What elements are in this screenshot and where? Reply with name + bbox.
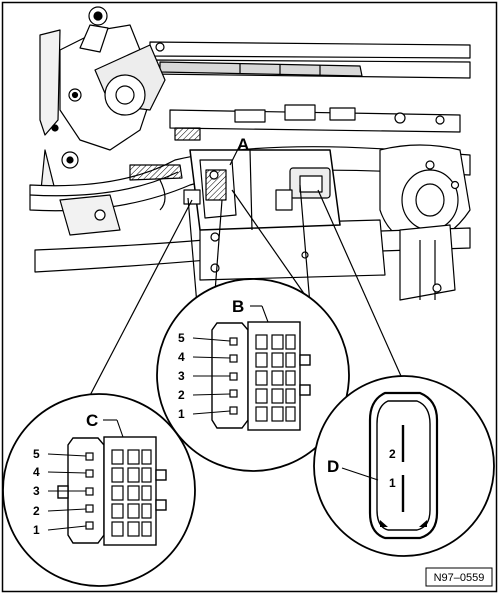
label-c: C <box>86 411 98 430</box>
detail-view-d: D 2 1 <box>313 375 495 557</box>
connector-d-pin-label: 1 <box>389 476 396 490</box>
connector-c-pin-label: 5 <box>33 447 40 461</box>
detail-view-c: C 5 4 3 2 1 <box>2 393 196 587</box>
detail-view-b: B 5 4 3 2 1 <box>156 278 350 472</box>
label-d: D <box>327 457 339 476</box>
connector-b-pin-label: 3 <box>178 369 185 383</box>
connector-c-pin-label: 4 <box>33 465 40 479</box>
figure-number: N97–0559 <box>434 572 485 584</box>
connector-b-pin-label: 4 <box>178 350 185 364</box>
label-a: A <box>237 135 249 154</box>
label-b: B <box>232 297 244 316</box>
connector-b-pin-label: 5 <box>178 331 185 345</box>
connector-b-pin-label: 2 <box>178 388 185 402</box>
connector-c-pin-label: 1 <box>33 523 40 537</box>
connector-c-pin-label: 2 <box>33 504 40 518</box>
connector-b-pin-label: 1 <box>178 407 185 421</box>
engine-bay-drawing <box>29 6 471 301</box>
connector-c-pin-label: 3 <box>33 484 40 498</box>
connector-d-pin-label: 2 <box>389 447 396 461</box>
figure-number-box <box>425 567 493 587</box>
